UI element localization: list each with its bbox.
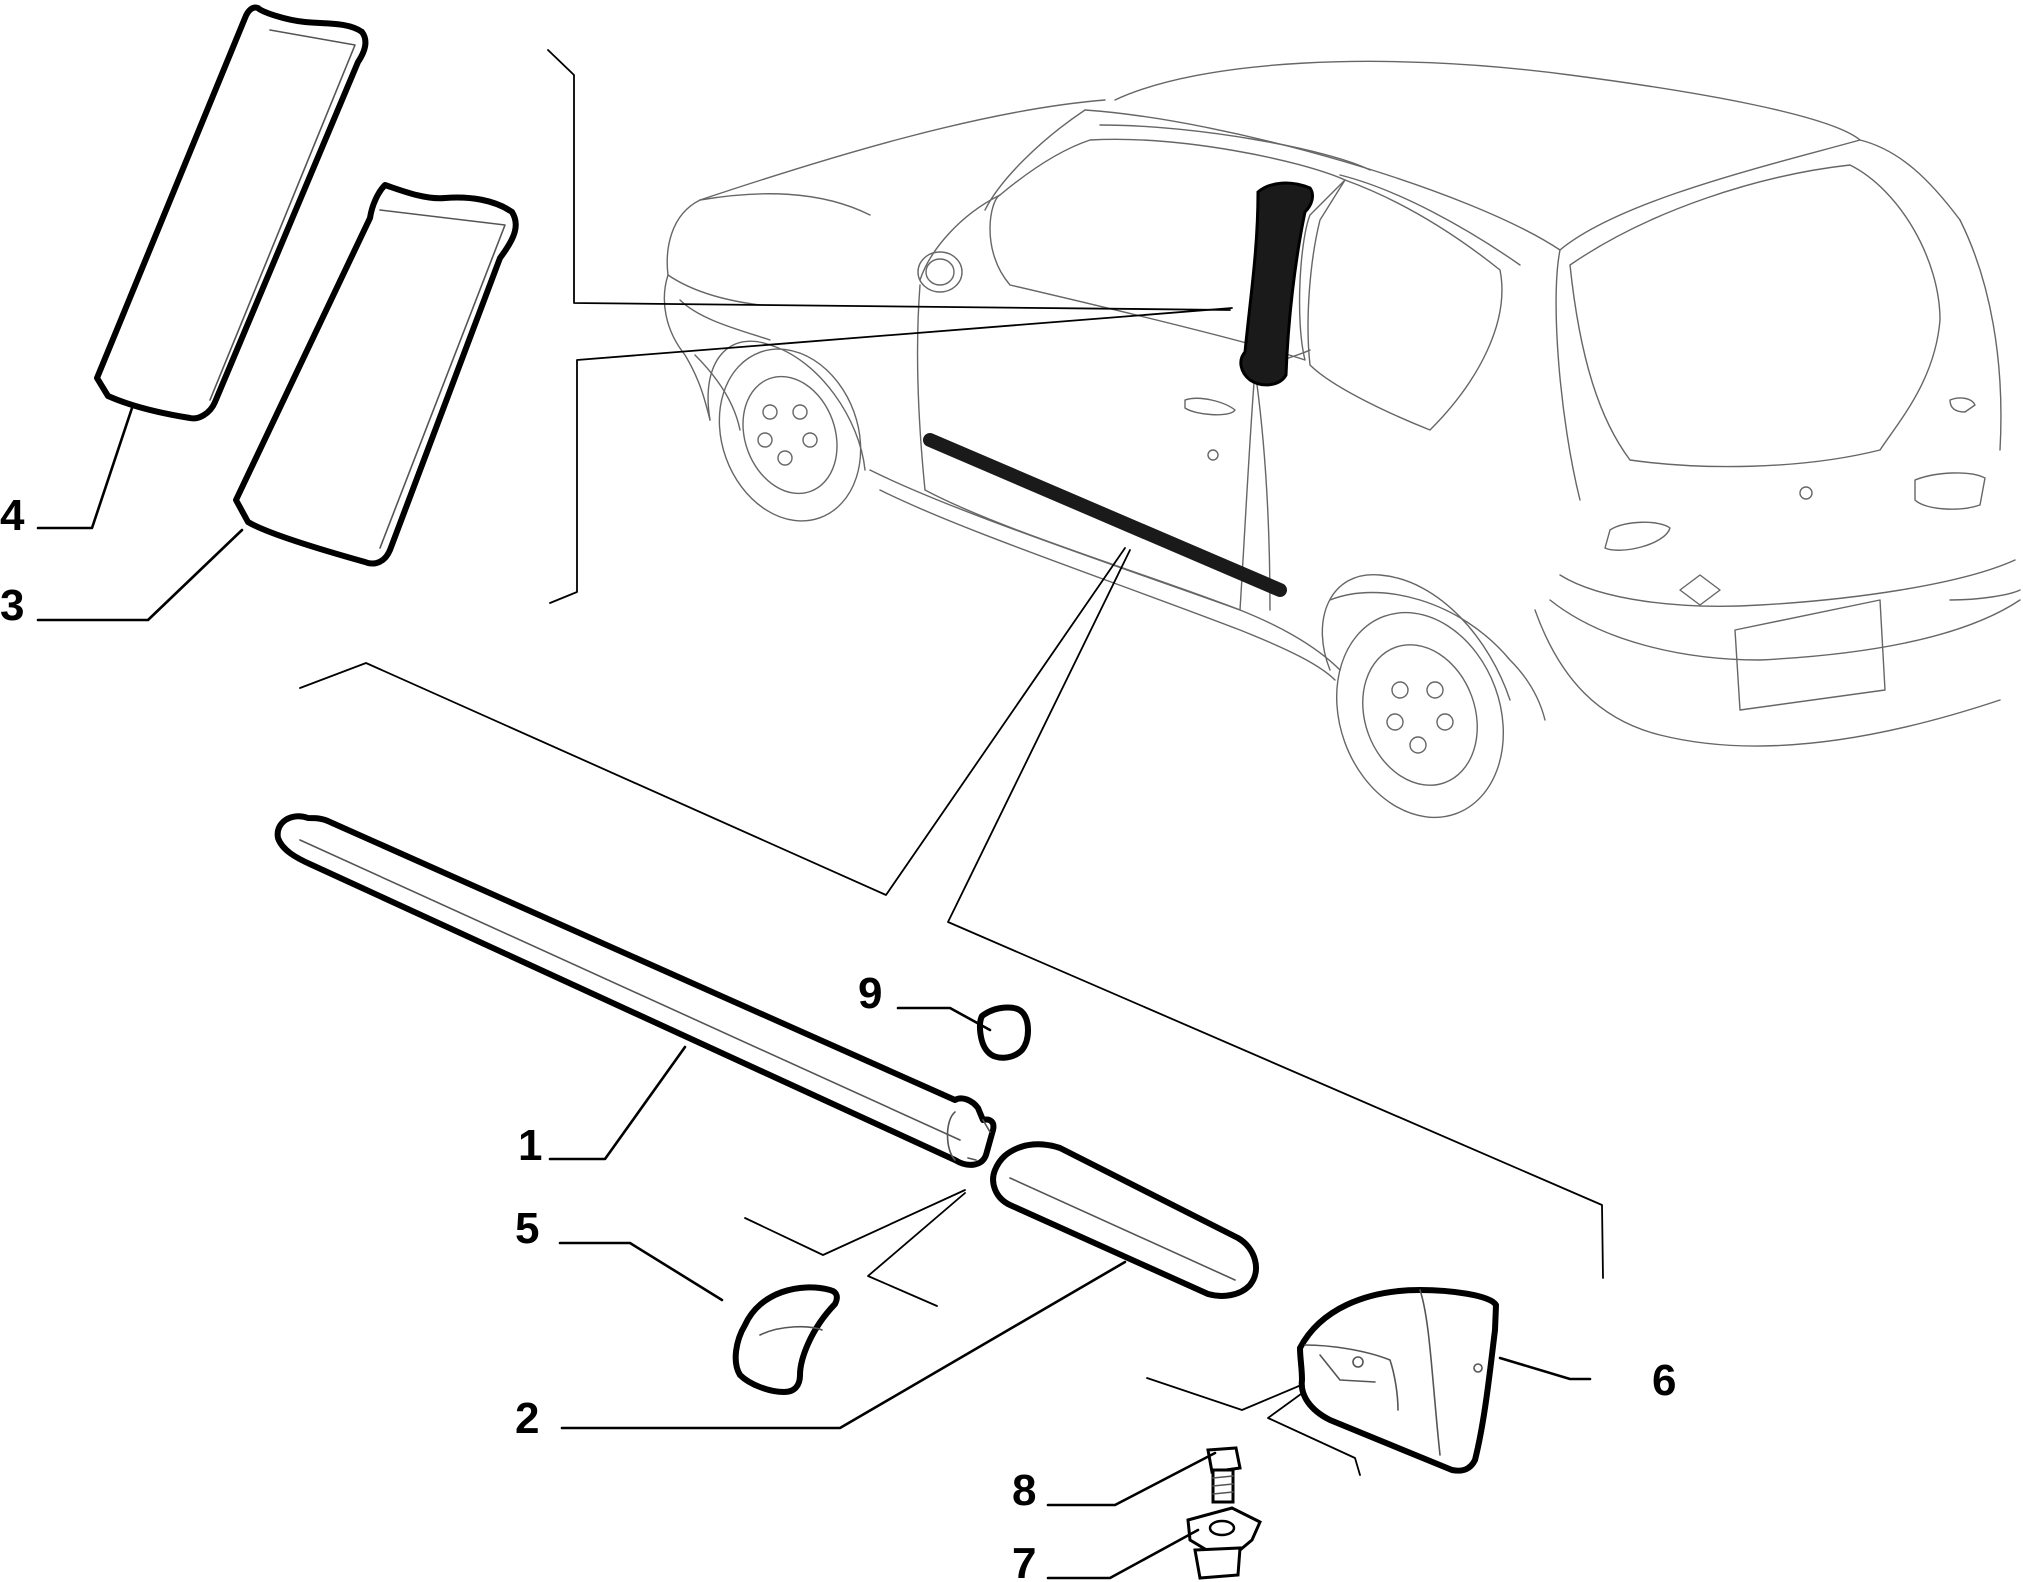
car-side-molding-highlight [923, 433, 1287, 597]
part-3-pillar-trim [233, 182, 519, 567]
callout-7: 7 [1012, 1539, 1036, 1582]
part-4-pillar-trim [94, 4, 369, 422]
callout-3: 3 [0, 581, 24, 630]
callout-5: 5 [515, 1204, 539, 1253]
callout-labels: 1 2 3 4 5 6 7 8 9 [0, 491, 1676, 1582]
callout-9: 9 [858, 969, 882, 1018]
callout-2: 2 [515, 1394, 539, 1443]
car-illustration [663, 60, 2021, 819]
part-1-side-molding [274, 813, 997, 1168]
car-b-pillar-highlight [1239, 181, 1314, 387]
callout-4: 4 [0, 491, 25, 540]
part-6-rear-end-piece [1297, 1287, 1499, 1474]
part-8-screw [1206, 1446, 1242, 1504]
part-2-short-molding [990, 1141, 1259, 1299]
callout-6: 6 [1652, 1356, 1676, 1405]
leader-lines [36, 403, 1592, 1580]
part-5-end-cap [732, 1284, 840, 1395]
part-9-small-cap [977, 1004, 1031, 1061]
part-7-clip [1186, 1506, 1262, 1580]
guide-lines [299, 49, 1604, 1476]
callout-8: 8 [1012, 1466, 1036, 1515]
callout-1: 1 [518, 1121, 542, 1170]
